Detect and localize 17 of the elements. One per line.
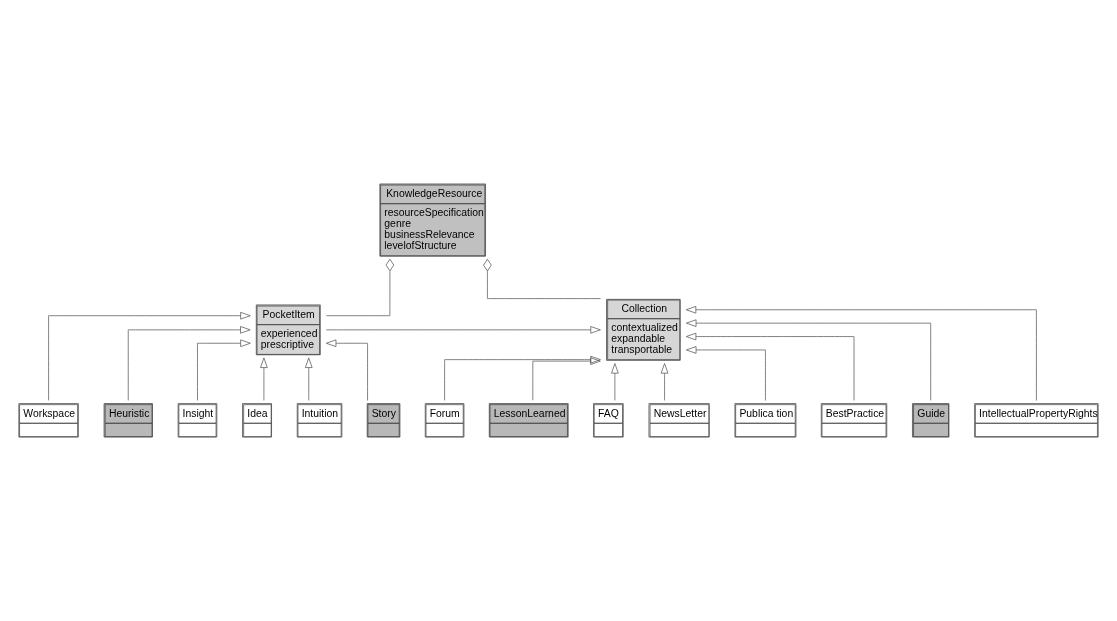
arrow xyxy=(127,326,251,401)
arrow xyxy=(611,363,619,401)
arrow xyxy=(532,357,601,401)
arrow xyxy=(444,355,601,401)
arrow xyxy=(685,332,855,401)
arrow xyxy=(660,363,669,401)
arrow xyxy=(260,357,268,401)
connector xyxy=(326,258,395,317)
arrow xyxy=(686,319,932,401)
connector xyxy=(483,258,601,299)
arrow xyxy=(325,326,601,334)
arrow xyxy=(686,346,766,401)
arrow xyxy=(685,306,1037,401)
arrow xyxy=(325,339,368,401)
arrow xyxy=(305,357,313,401)
arrow xyxy=(48,311,251,401)
arrow xyxy=(197,339,251,401)
